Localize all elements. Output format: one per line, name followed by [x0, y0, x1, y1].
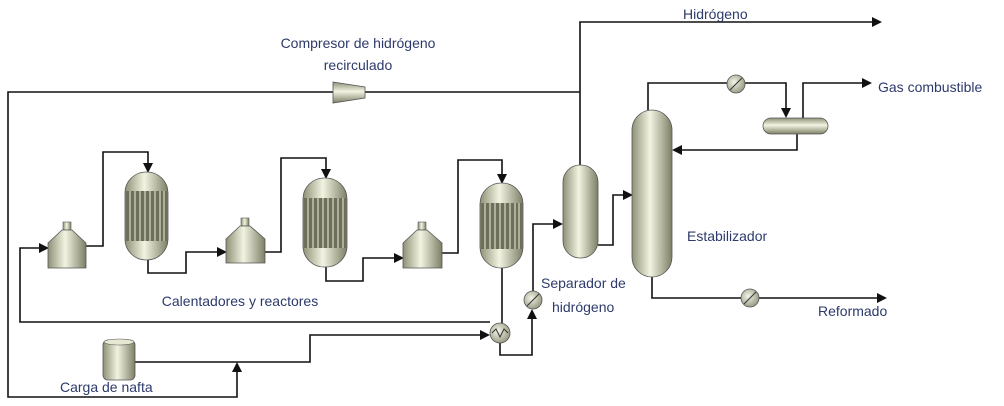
heater-3-icon[interactable]: [402, 221, 443, 269]
stabilizer-overhead: [647, 82, 791, 118]
heater3-to-reactor3: [442, 159, 507, 254]
heaters-reactors-label: Calentadores y reactores: [162, 293, 318, 309]
fuel-gas-stream: [802, 78, 872, 118]
separator-label-line1: Separador de: [541, 275, 626, 291]
reformate-stream: [651, 277, 887, 303]
reactor-1-icon[interactable]: [124, 171, 169, 261]
feed-effluent-exchanger-icon[interactable]: [489, 322, 511, 344]
naphtha-feed-label: Carga de nafta: [60, 379, 153, 395]
naphtha-feed-stream: [135, 330, 490, 363]
heated-feed-stream: [19, 243, 490, 323]
reactor1-to-heater2: [147, 247, 227, 274]
reflux-stream: [672, 133, 798, 155]
reformate-cooler-icon[interactable]: [740, 288, 760, 308]
fuel-gas-label: Gas combustible: [878, 79, 982, 95]
overhead-cooler-icon[interactable]: [726, 74, 746, 94]
compressor-icon[interactable]: [332, 81, 366, 104]
cooler-to-separator: [532, 219, 563, 291]
stabilizer-label: Estabilizador: [687, 228, 767, 244]
reactor-2-icon[interactable]: [302, 177, 348, 268]
compressor-label-line2: recirculado: [324, 57, 393, 73]
hydrogen-label: Hidrógeno: [683, 6, 748, 22]
naphtha-tank-icon[interactable]: [102, 338, 136, 381]
reformate-label: Reformado: [818, 303, 887, 319]
heater1-to-reactor1: [86, 151, 153, 247]
reactor2-to-heater3: [325, 253, 404, 282]
hydrogen-separator-icon[interactable]: [562, 164, 599, 259]
cooler-1-icon[interactable]: [523, 290, 543, 310]
streams: [7, 17, 887, 398]
reactor-3-icon[interactable]: [479, 182, 524, 269]
heater-2-icon[interactable]: [225, 217, 266, 264]
hydrogen-product-stream: [579, 17, 882, 165]
compressor-label-line1: Compresor de hidrógeno: [281, 35, 436, 51]
recycle-hydrogen-stream: [7, 91, 580, 398]
heater2-to-reactor2: [265, 157, 331, 253]
separator-to-stabilizer: [598, 190, 633, 246]
reflux-drum-icon[interactable]: [762, 117, 829, 135]
heater-1-icon[interactable]: [47, 221, 87, 269]
separator-label-line2: hidrógeno: [552, 299, 614, 315]
exchanger-to-cooler: [499, 309, 537, 356]
stabilizer-column-icon[interactable]: [631, 109, 673, 278]
